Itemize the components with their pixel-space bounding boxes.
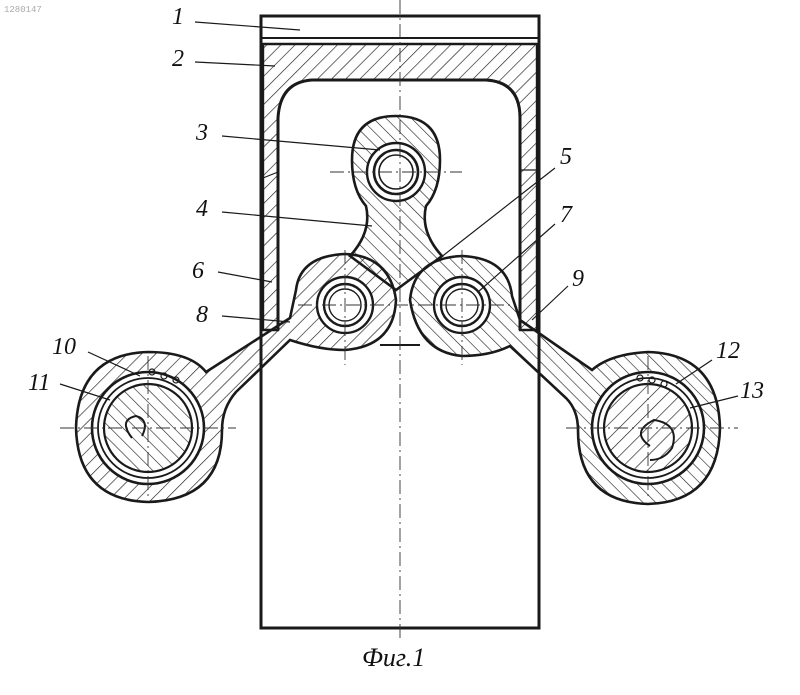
label-4: 4 <box>196 196 208 222</box>
label-12: 12 <box>716 338 740 364</box>
figure-caption: Фиг.1 <box>362 643 425 672</box>
label-10: 10 <box>52 334 76 360</box>
label-5: 5 <box>560 144 572 170</box>
label-11: 11 <box>28 370 50 396</box>
centre-axes <box>60 0 738 640</box>
left-arm <box>76 254 396 502</box>
label-9: 9 <box>572 266 584 292</box>
label-3: 3 <box>195 120 208 146</box>
label-6: 6 <box>192 258 204 284</box>
right-arm <box>410 256 720 504</box>
label-2: 2 <box>172 46 184 72</box>
label-13: 13 <box>740 378 764 404</box>
label-7: 7 <box>560 202 573 228</box>
label-8: 8 <box>196 302 208 328</box>
label-1: 1 <box>172 4 184 30</box>
patent-stamp: 1280147 <box>4 5 42 15</box>
